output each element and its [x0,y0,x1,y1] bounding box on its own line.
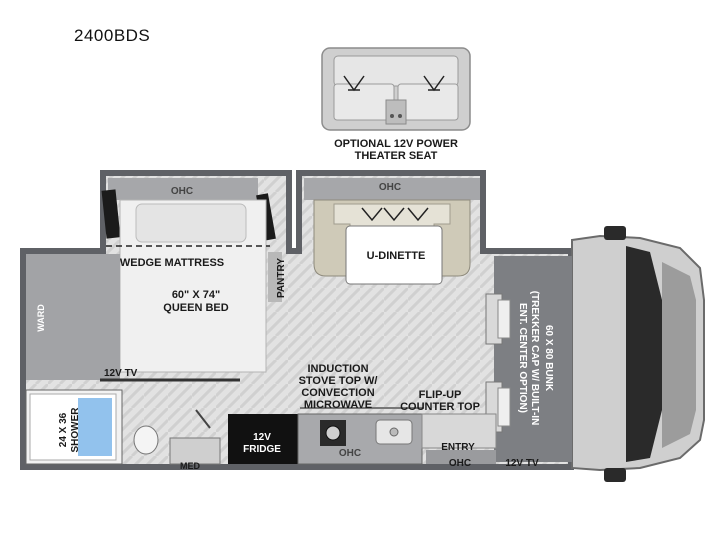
bed-size-label: 60" X 74" [172,289,220,301]
stove-label-2: STOVE TOP W/ [299,375,378,387]
fridge [228,414,298,464]
fridge-label-1: 12V [253,432,271,443]
ohc-dinette: OHC [379,182,401,193]
bunk-label-1: 60 X 80 BUNK [543,325,554,392]
ohc-bedroom: OHC [171,186,193,197]
tv-cab-label: 12V TV [505,458,539,469]
wardrobe [26,254,120,380]
ohc-galley: OHC [339,448,361,459]
bunk-label-2: (TREKKER CAP W/ BUILT-IN [529,291,540,426]
bunk-label-3: ENT. CENTER OPTION) [517,303,528,413]
bathroom [25,389,221,465]
pantry-label: PANTRY [276,258,287,298]
shower-label-1: 24 X 36 [58,412,69,447]
med-label: MED [180,461,201,471]
stove-label-4: MICROWAVE [304,399,372,411]
theater-seat-label-1: OPTIONAL 12V POWER [334,138,458,150]
fridge-label-2: FRIDGE [243,444,281,455]
counter-label-2: COUNTER TOP [400,401,480,413]
wardrobe-label: WARD [36,304,46,332]
galley [228,407,497,465]
entry-step [426,450,496,464]
theater-seat-label-2: THEATER SEAT [355,150,438,162]
shower-label-2: SHOWER [70,407,81,453]
entry-label: ENTRY [441,442,475,453]
cab [571,226,705,482]
stove-label-1: INDUCTION [307,363,368,375]
theater-seat-option [321,47,471,131]
dinette-label: U-DINETTE [367,250,426,262]
model-name: 2400BDS [74,26,151,45]
bedroom [101,178,282,373]
tv-bedroom-label: 12V TV [104,368,138,379]
bed-name-label: QUEEN BED [163,302,228,314]
cab-seat-driver [485,293,511,345]
ohc-entry: OHC [449,458,471,469]
wedge-mattress-label: WEDGE MATTRESS [120,257,224,269]
counter-label-1: FLIP-UP [419,389,462,401]
dinette [304,178,480,285]
stove-label-3: CONVECTION [301,387,374,399]
bunk [494,256,572,462]
